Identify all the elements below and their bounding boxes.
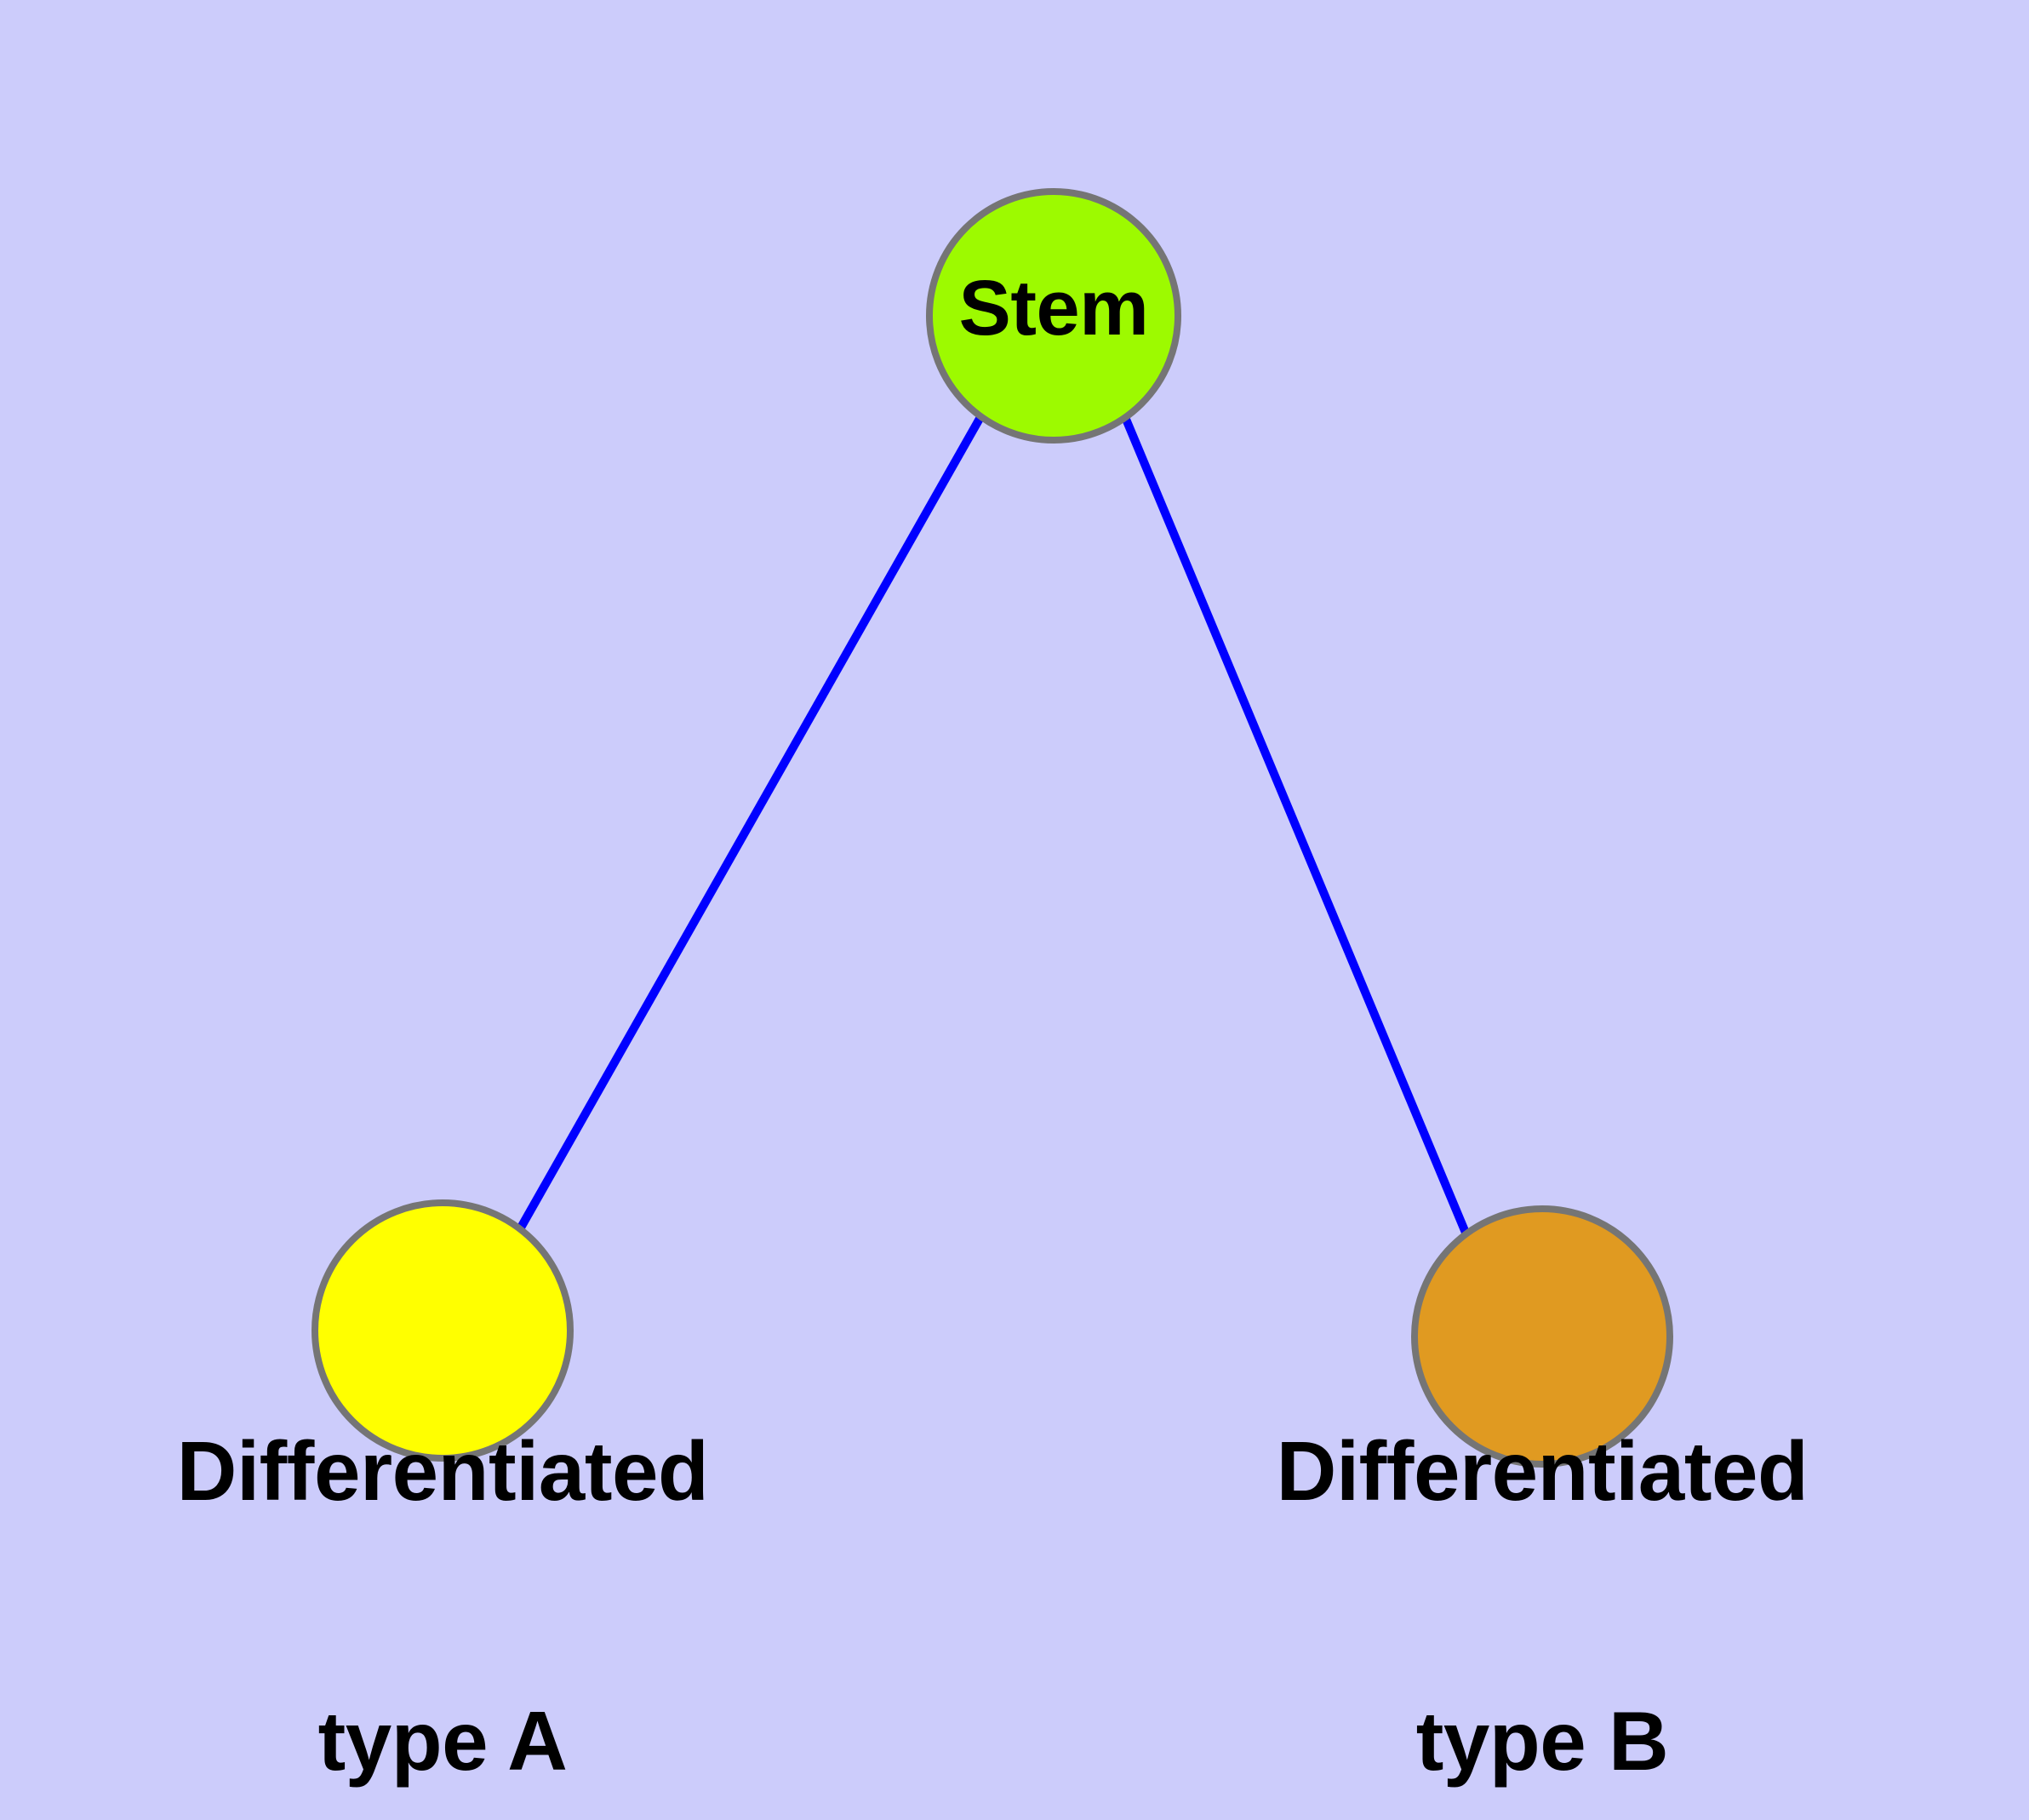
node-differentiated-type-a[interactable] [311,1199,574,1462]
edge-stem-to-type-b[interactable] [1121,415,1470,1234]
edge-layer [517,415,1470,1234]
node-stem[interactable] [926,188,1181,444]
node-differentiated-type-b[interactable] [1411,1205,1673,1468]
edge-stem-to-type-a[interactable] [517,415,985,1230]
node-layer [311,188,1673,1468]
